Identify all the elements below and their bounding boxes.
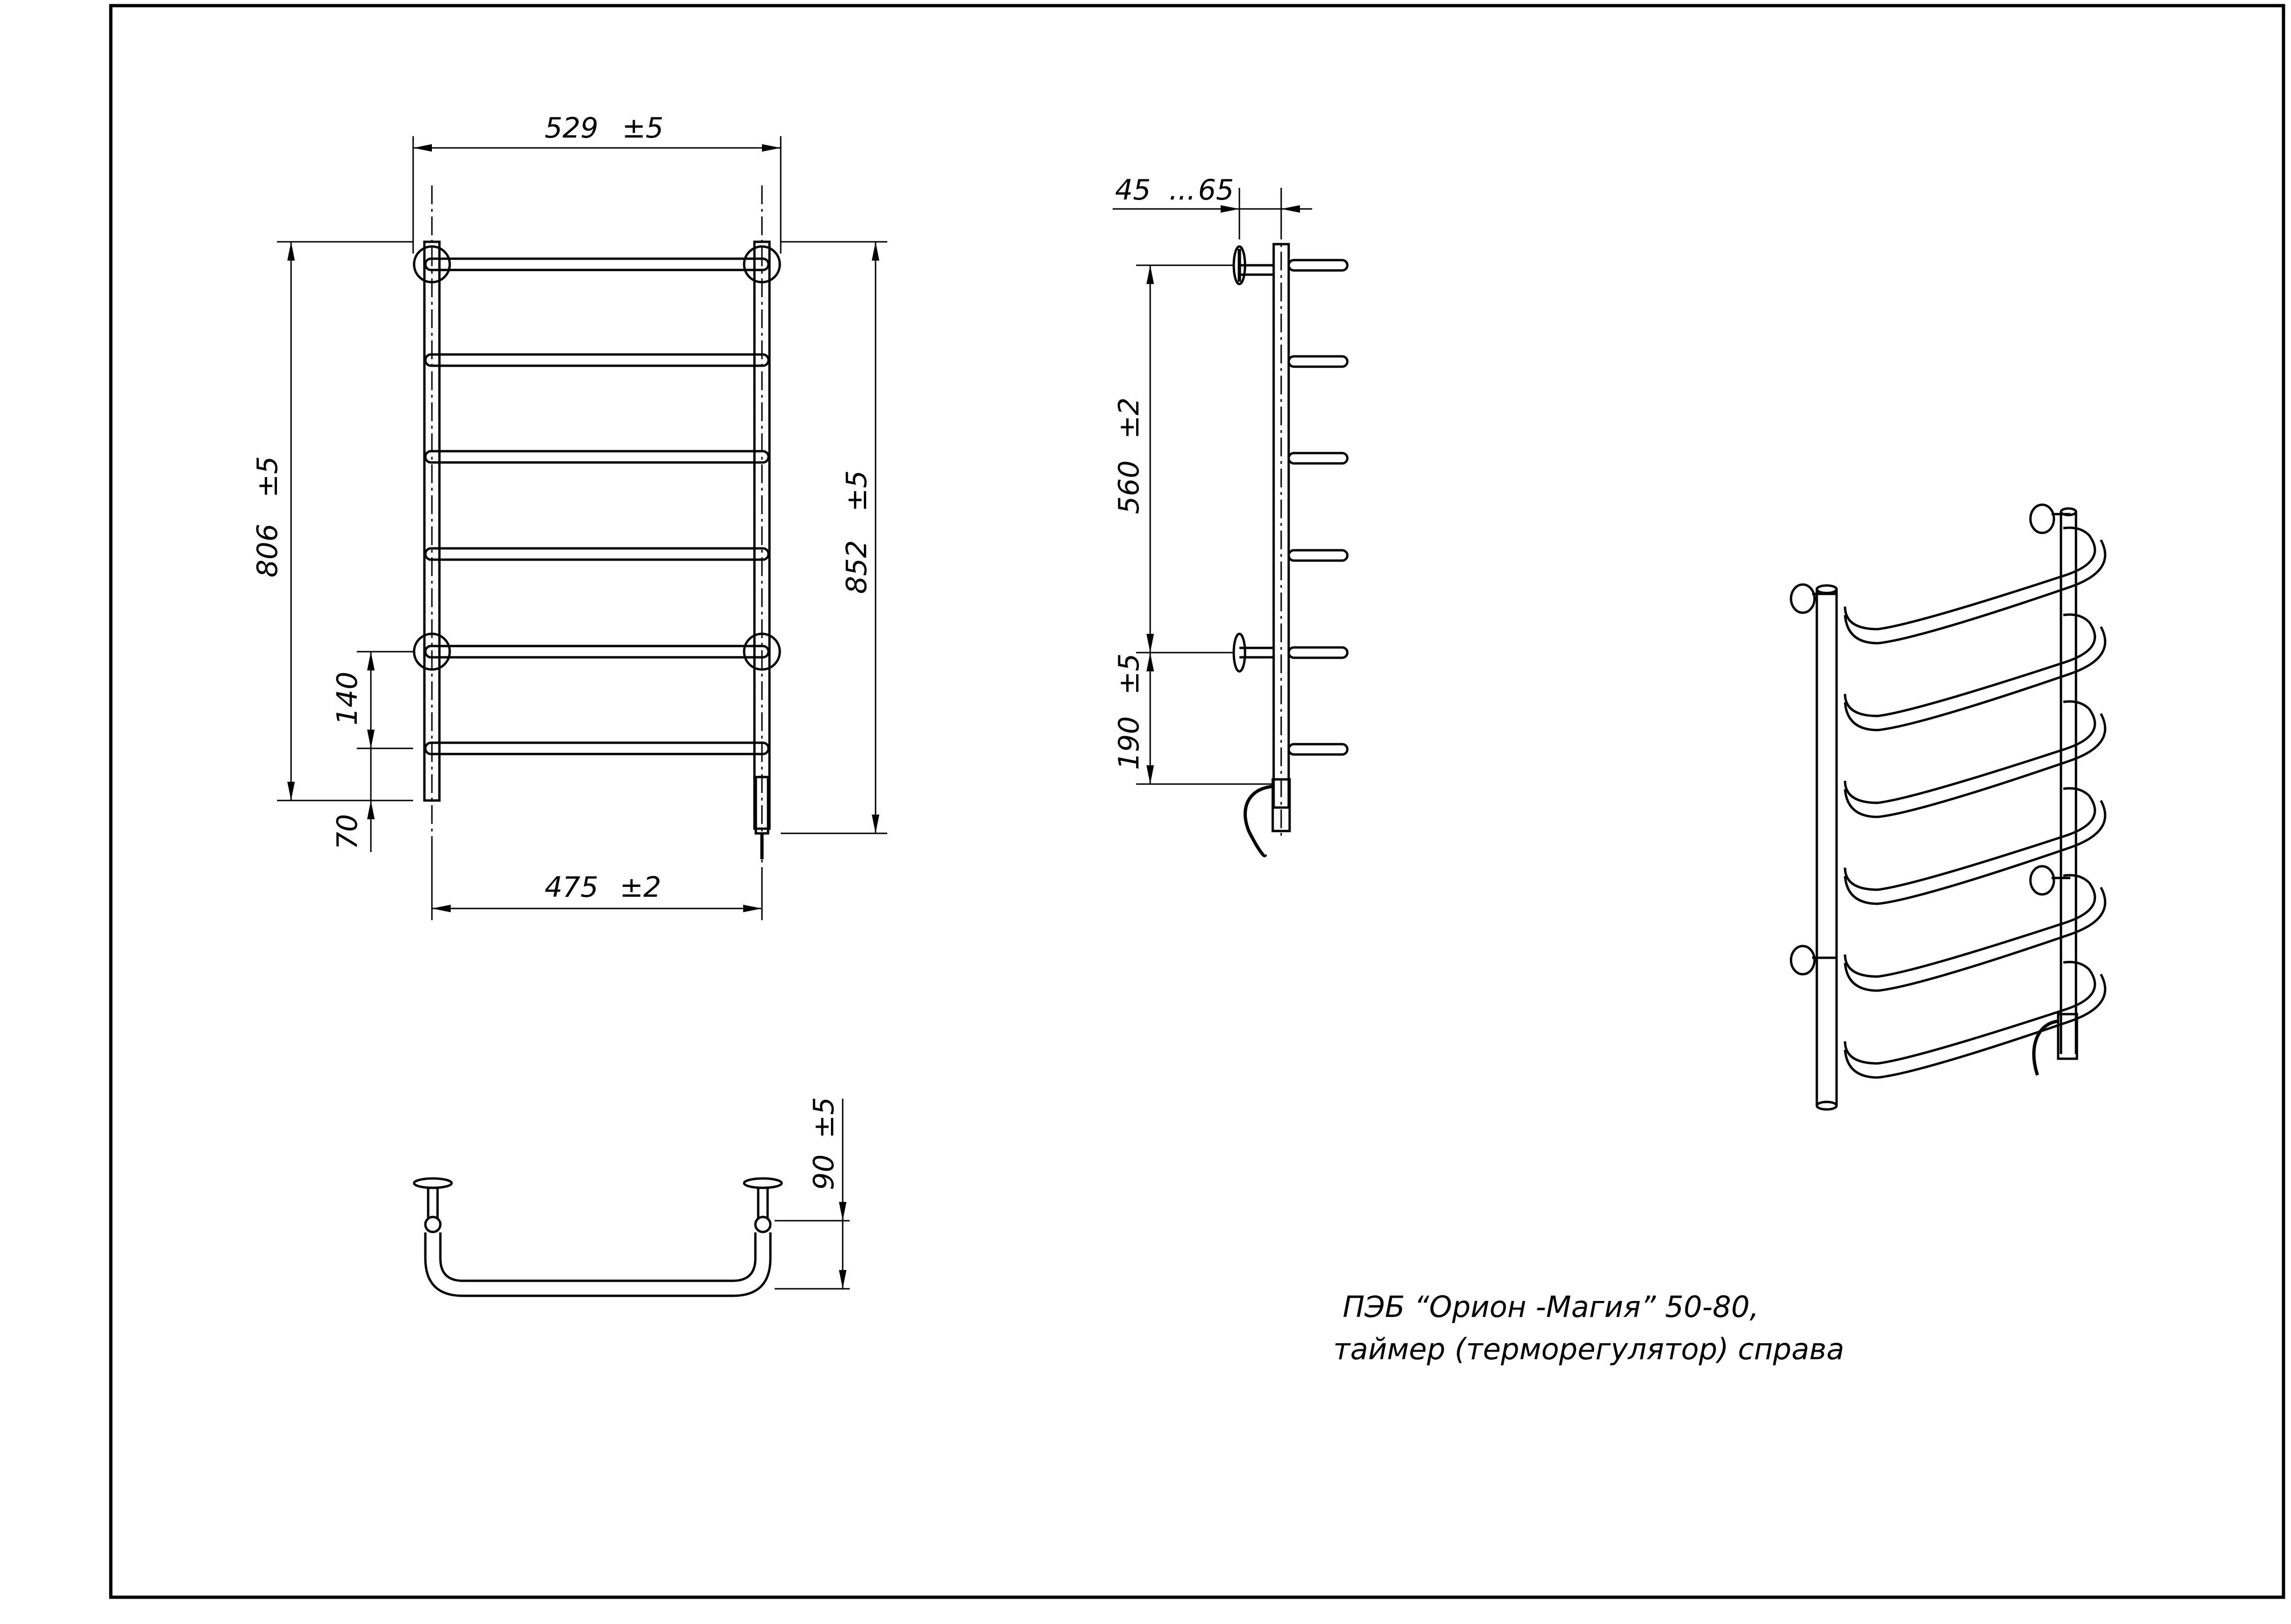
dim-lower-spacing: 140 (331, 671, 364, 725)
dim-lower-mount-tol: ±5 (1113, 654, 1146, 695)
mount-top-right (743, 245, 781, 284)
iso-mount-bottom-right (2029, 865, 2070, 896)
side-rung-5 (1287, 646, 1349, 659)
dim-wall-gap-sep: ... (1169, 174, 1196, 207)
side-rung-1 (1287, 259, 1349, 272)
dim-wall-gap-max: 65 (1198, 174, 1234, 207)
isometric-view (1790, 503, 2106, 1111)
rung-6 (424, 741, 770, 755)
rung-1 (424, 257, 770, 271)
side-mount-top (1232, 245, 1274, 285)
iso-rung-3 (1844, 700, 2106, 818)
rung-4 (424, 547, 770, 561)
rung-2 (424, 353, 770, 367)
dim-lower-mount: 190 (1113, 716, 1146, 770)
mount-bottom-left (413, 632, 451, 671)
top-plate-left (413, 1177, 453, 1189)
side-cable (1243, 785, 1273, 857)
side-rung-3 (1287, 452, 1349, 465)
front-view (277, 136, 887, 920)
dim-top-width: 529 (545, 112, 599, 145)
iso-cable (2032, 1019, 2059, 1076)
iso-rung-6 (1844, 961, 2106, 1079)
dim-top-width-tol: ±5 (622, 112, 663, 145)
iso-mount-top-left (1790, 583, 1836, 614)
dim-right-height-tol: ±5 (840, 470, 873, 512)
dim-wall-gap-min: 45 (1115, 174, 1151, 207)
iso-mount-top-right (2029, 503, 2070, 534)
mount-top-left (413, 245, 451, 284)
side-view (1113, 188, 1349, 857)
dim-depth: 90 (807, 1155, 840, 1190)
caption-line-1: ПЭБ “Орион -Магия” 50-80, (1343, 1290, 1759, 1324)
side-rung-6 (1287, 743, 1349, 756)
dim-bottom-width-tol: ±2 (620, 871, 661, 904)
top-view (413, 1099, 850, 1297)
top-joint-right (754, 1216, 772, 1233)
top-u-tube-outer (424, 1232, 772, 1297)
top-joint-left (424, 1216, 442, 1233)
top-u-tube-inner (439, 1232, 757, 1282)
iso-rung-2 (1844, 613, 2106, 731)
rung-5 (424, 645, 770, 659)
mount-bottom-right (743, 632, 781, 671)
side-rung-2 (1287, 355, 1349, 368)
iso-mount-bottom-left (1790, 945, 1836, 976)
dim-right-height: 852 (840, 540, 873, 594)
side-mount-bottom (1232, 632, 1274, 673)
dim-mount-spacing: 560 (1113, 460, 1146, 514)
iso-rung-5 (1844, 874, 2106, 992)
iso-rung-1 (1844, 526, 2106, 645)
dim-bottom-offset: 70 (331, 814, 364, 850)
iso-rung-4 (1844, 787, 2106, 905)
dim-depth-tol: ±5 (807, 1097, 840, 1139)
dim-bottom-width: 475 (545, 871, 599, 904)
dim-left-height: 806 (251, 523, 284, 577)
dim-mount-spacing-tol: ±2 (1113, 398, 1146, 439)
caption-line-2: таймер (терморегулятор) справа (1333, 1332, 1844, 1366)
dim-left-height-tol: ±5 (251, 456, 284, 498)
rung-3 (424, 450, 770, 464)
side-rung-4 (1287, 549, 1349, 562)
drawing-frame (109, 4, 2285, 1599)
top-plate-right (743, 1177, 783, 1189)
